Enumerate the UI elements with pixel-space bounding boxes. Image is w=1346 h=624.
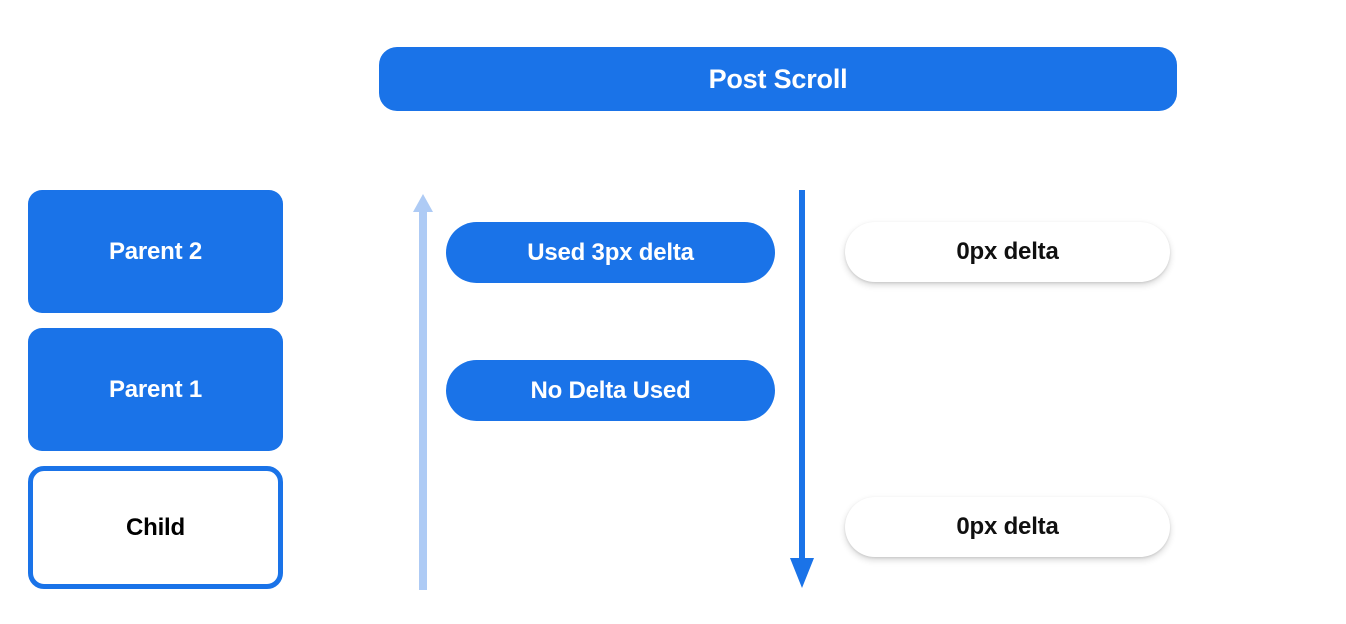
consumed-pill-no-delta-label: No Delta Used xyxy=(530,376,691,404)
consumed-pill-used-3px-label: Used 3px delta xyxy=(527,238,694,266)
dispatch-down-arrow-icon xyxy=(790,190,814,588)
post-scroll-banner: Post Scroll xyxy=(379,47,1177,111)
node-parent-2-label: Parent 2 xyxy=(108,237,203,265)
remaining-pill-bottom: 0px delta xyxy=(845,497,1170,557)
remaining-pill-top-label: 0px delta xyxy=(956,238,1059,265)
node-parent-1-label: Parent 1 xyxy=(108,375,203,403)
bubble-up-arrow-icon xyxy=(413,194,433,590)
node-parent-2: Parent 2 xyxy=(28,190,283,313)
remaining-pill-top: 0px delta xyxy=(845,222,1170,282)
consumed-pill-used-3px: Used 3px delta xyxy=(446,222,775,283)
node-parent-1: Parent 1 xyxy=(28,328,283,451)
node-child: Child xyxy=(28,466,283,589)
consumed-pill-no-delta: No Delta Used xyxy=(446,360,775,421)
remaining-pill-bottom-label: 0px delta xyxy=(956,513,1059,540)
banner-title: Post Scroll xyxy=(708,63,848,94)
node-child-label: Child xyxy=(126,513,185,541)
